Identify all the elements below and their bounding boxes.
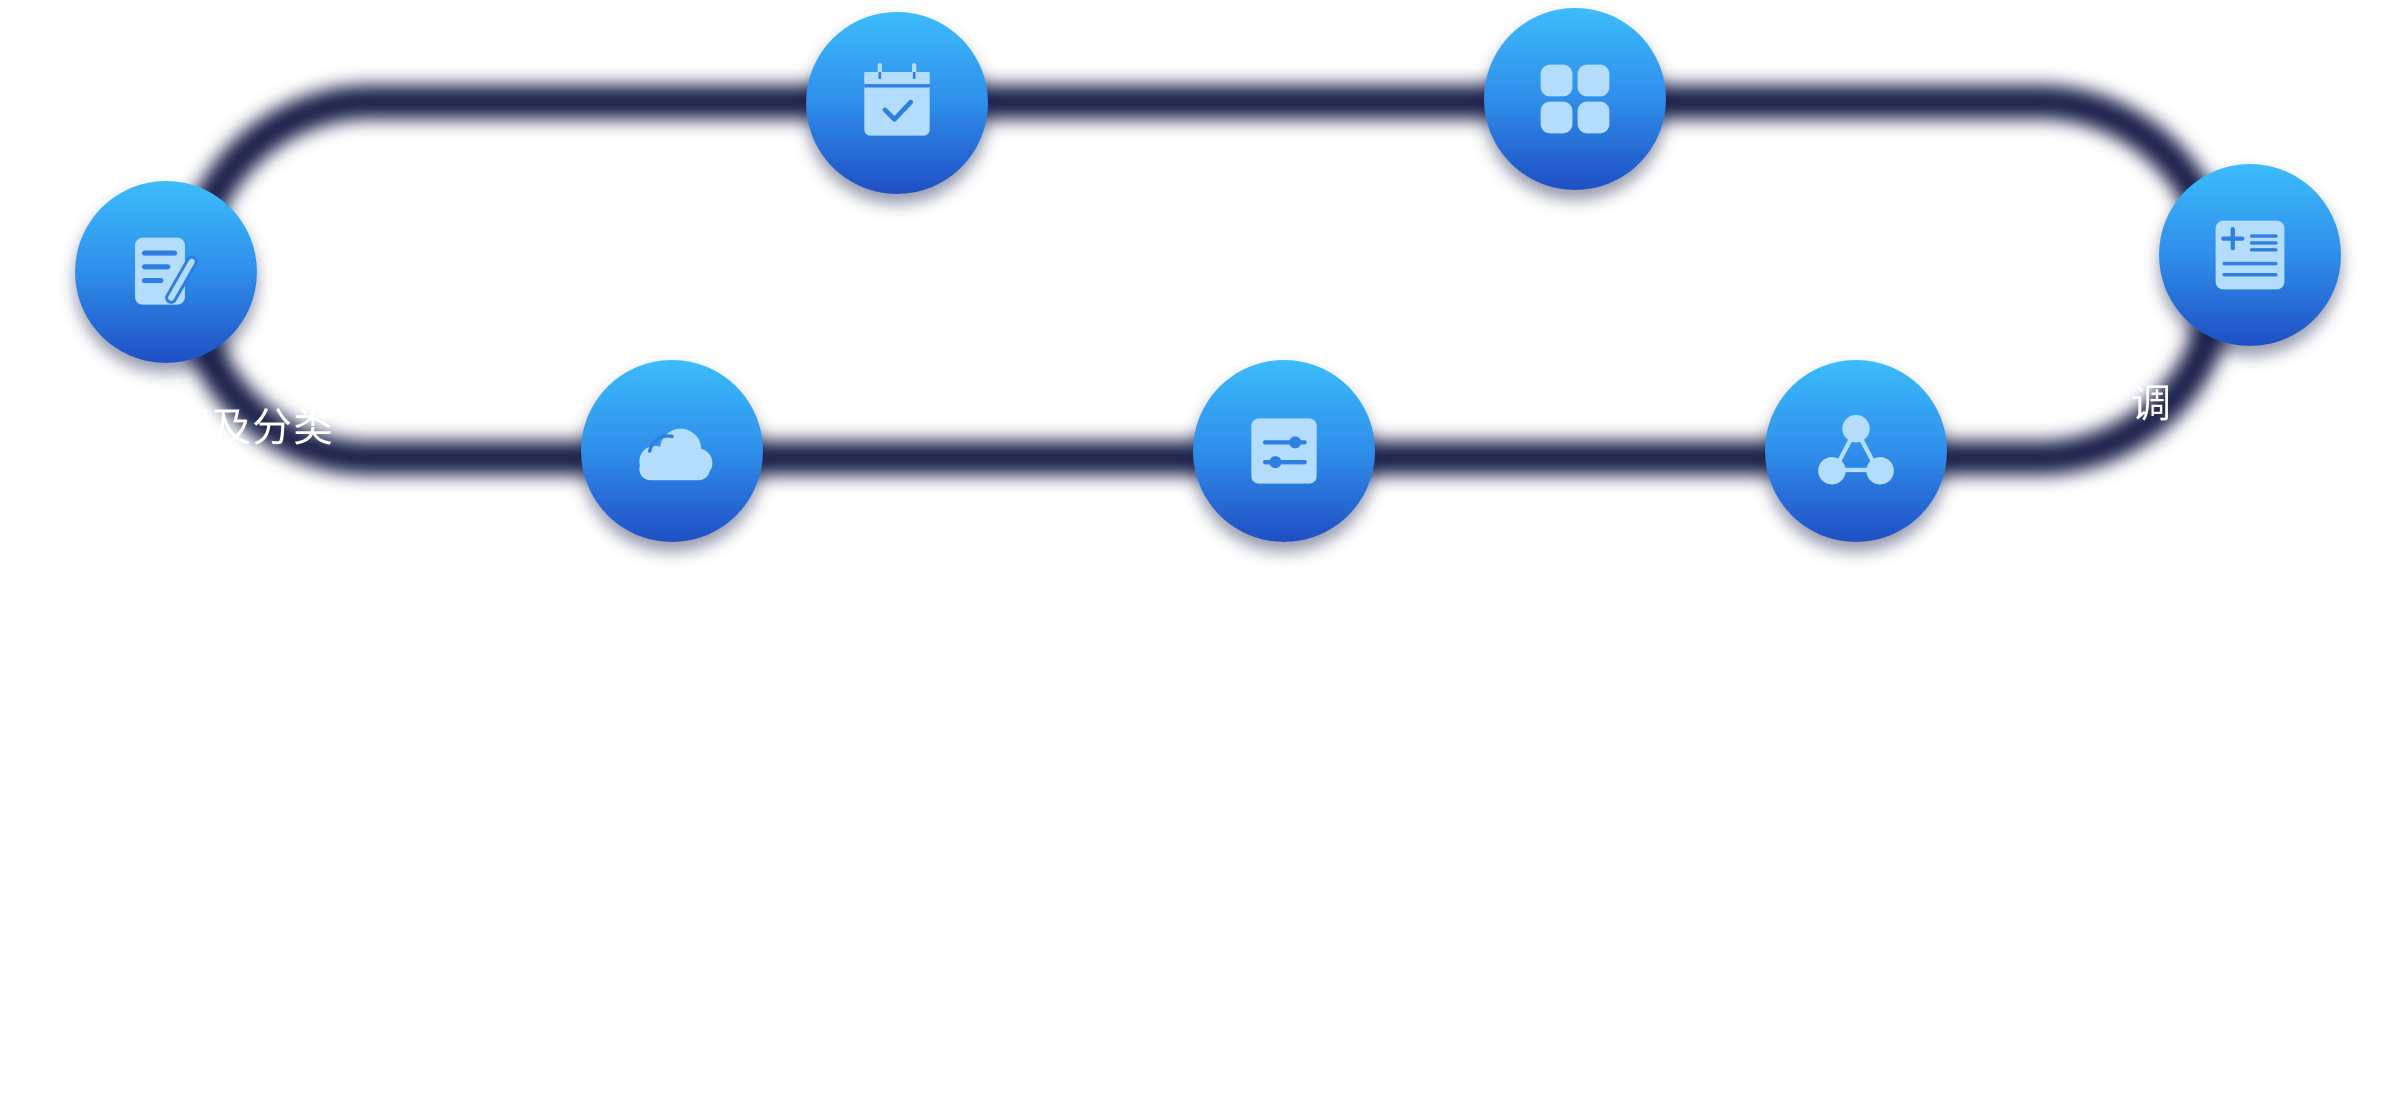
node-document[interactable] (75, 181, 257, 363)
node-settings[interactable] (1193, 360, 1375, 542)
network-nodes-icon (1818, 414, 1894, 485)
document-edit-icon (135, 237, 198, 305)
node-calendar[interactable] (806, 12, 988, 194)
node-grid[interactable] (1484, 8, 1666, 190)
label-right: 载调 (2130, 381, 2172, 427)
node-network[interactable] (1765, 360, 1947, 542)
calendar-check-icon (864, 63, 930, 136)
node-news[interactable] (2159, 164, 2341, 346)
node-cloud[interactable] (581, 360, 763, 542)
news-add-icon (2215, 220, 2285, 290)
label-left: 解及分类 (170, 405, 334, 451)
settings-sliders-icon (1251, 418, 1317, 484)
label-right-wrapper: 载调 (2130, 380, 2250, 428)
cloud-icon (639, 428, 713, 481)
grid-apps-icon (1540, 64, 1610, 134)
